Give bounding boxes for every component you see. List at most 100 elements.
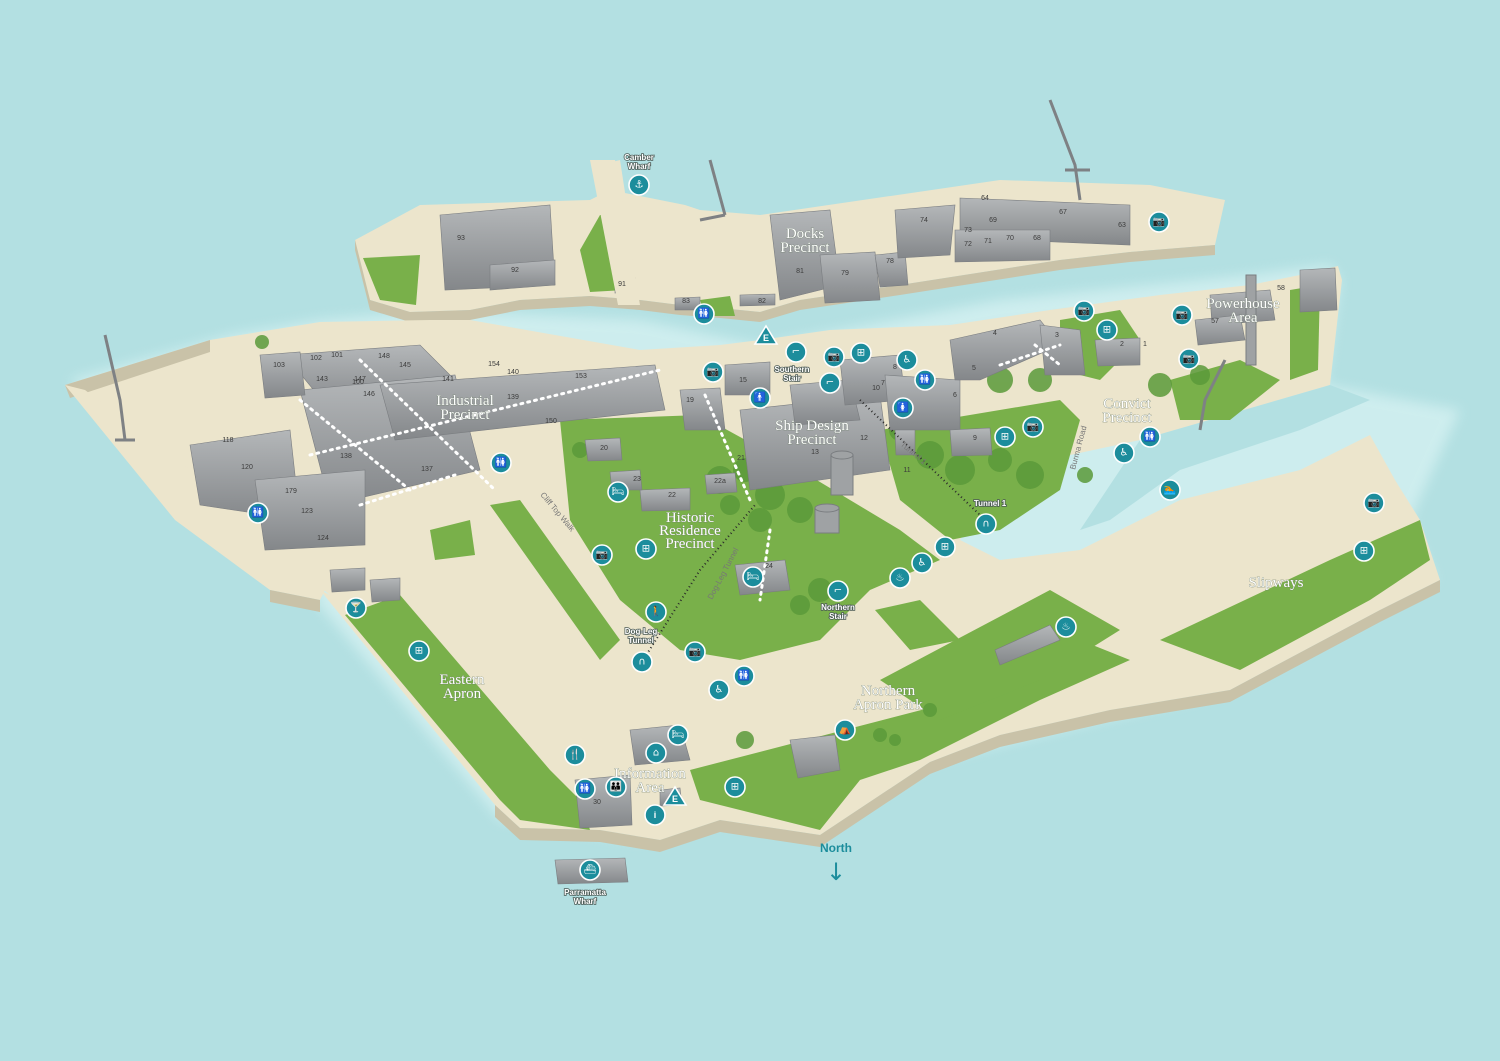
camera-icon[interactable]: 📷 [1171,304,1193,326]
female-toilet-icon[interactable]: 🚺 [892,397,914,419]
svg-text:🚺: 🚺 [897,401,909,414]
toilet-icon[interactable]: 🚻 [490,452,512,474]
info-icon[interactable]: i [644,804,666,826]
svg-text:⊞: ⊞ [415,646,423,657]
ferry-icon[interactable]: ⛴ [579,859,601,881]
walking-trails [298,343,1062,602]
picnic-icon[interactable]: ⊞ [1096,319,1118,341]
slipway-channel [1080,385,1370,530]
building-number: 71 [984,238,992,245]
picnic-icon[interactable]: ⊞ [934,536,956,558]
lift-icon[interactable]: E [662,785,688,806]
camera-icon[interactable]: 📷 [591,544,613,566]
building-number: 64 [981,195,989,202]
walking-icon[interactable]: 🚶 [645,601,667,623]
picnic-icon[interactable]: ⊞ [1353,540,1375,562]
bar-icon[interactable]: 🍸 [345,597,367,619]
svg-text:👪: 👪 [610,780,622,793]
building-number: 21 [737,455,745,462]
building-number: 179 [285,488,297,495]
svg-text:⌐: ⌐ [834,586,842,597]
stairs-icon[interactable]: ⌐ [819,372,841,394]
building-number: 13 [811,449,819,456]
food-icon[interactable]: 🍴 [564,744,586,766]
building-number: 147 [354,376,366,383]
building-number: 22a [714,478,726,485]
svg-text:⛴: ⛴ [584,864,597,876]
toilet-icon[interactable]: 🚻 [733,665,755,687]
svg-text:♿: ♿ [715,685,724,696]
swimming-icon[interactable]: 🏊 [1159,479,1181,501]
camera-icon[interactable]: 📷 [1363,492,1385,514]
building-number: 118 [222,437,233,444]
toilet-icon[interactable]: 🚻 [1139,426,1161,448]
accessible-icon[interactable]: ♿ [896,349,918,371]
camera-icon[interactable]: 📷 [1178,348,1200,370]
svg-text:🚶: 🚶 [650,605,662,618]
picnic-icon[interactable]: ⊞ [724,776,746,798]
camera-icon[interactable]: 📷 [684,641,706,663]
svg-text:♿: ♿ [918,558,927,569]
stairs-icon[interactable]: ⌐ [785,341,807,363]
toilet-icon[interactable]: 🚻 [693,303,715,325]
group-icon[interactable]: 👪 [605,776,627,798]
svg-text:🍴: 🍴 [569,748,581,761]
bbq-icon[interactable]: ♨ [889,567,911,589]
building-number: 30 [593,799,601,806]
camping-icon[interactable]: ⛺ [834,719,856,741]
building-number: 146 [363,391,375,398]
lift-icon[interactable]: E [753,324,779,345]
accommodation-icon[interactable]: 🛏 [667,724,689,746]
tunnel-icon[interactable]: ∩ [975,513,997,535]
camera-icon[interactable]: 📷 [1073,300,1095,322]
anchor-icon[interactable]: ⚓ [628,174,650,196]
svg-text:⊞: ⊞ [941,542,949,553]
svg-text:E: E [763,333,769,343]
building-number: 141 [442,376,454,383]
building-number: 73 [964,227,972,234]
building-number: 15 [739,377,747,384]
camera-icon[interactable]: 📷 [823,346,845,368]
svg-text:📷: 📷 [1078,306,1090,317]
building-number: 153 [575,373,587,380]
toilet-icon[interactable]: 🚻 [914,369,936,391]
building-number: 58 [1277,285,1285,292]
camera-icon[interactable]: 📷 [1022,416,1044,438]
accommodation-icon[interactable]: 🛏 [742,566,764,588]
stairs-icon[interactable]: ⌐ [827,580,849,602]
picnic-icon[interactable]: ⊞ [635,538,657,560]
crane-docks [1048,99,1090,201]
toilet-icon[interactable]: 🚻 [247,502,269,524]
svg-text:E: E [672,794,678,804]
toilet-icon[interactable]: 🚻 [574,778,596,800]
accessible-icon[interactable]: ♿ [911,552,933,574]
camera-icon[interactable]: 📷 [702,361,724,383]
building-number: 123 [301,508,313,515]
picnic-icon[interactable]: ⊞ [850,342,872,364]
accessible-icon[interactable]: ♿ [1113,442,1135,464]
tunnel-icon[interactable]: ∩ [631,651,653,673]
crane-docks-west [699,159,727,222]
picnic-icon[interactable]: ⊞ [994,426,1016,448]
camera-icon[interactable]: 📷 [1148,211,1170,233]
building-number: 145 [399,362,411,369]
building-number: 22 [668,492,676,499]
bbq-icon[interactable]: ♨ [1055,616,1077,638]
house-icon[interactable]: ⌂ [645,742,667,764]
svg-text:🚻: 🚻 [738,669,750,682]
male-toilet-icon[interactable]: 🚹 [749,387,771,409]
building-number: 74 [920,217,928,224]
accessible-icon[interactable]: ♿ [708,679,730,701]
crane-left [103,334,135,442]
picnic-icon[interactable]: ⊞ [408,640,430,662]
building-number: 68 [1033,235,1041,242]
accommodation-icon[interactable]: 🛏 [607,481,629,503]
building-number: 67 [1059,209,1067,216]
